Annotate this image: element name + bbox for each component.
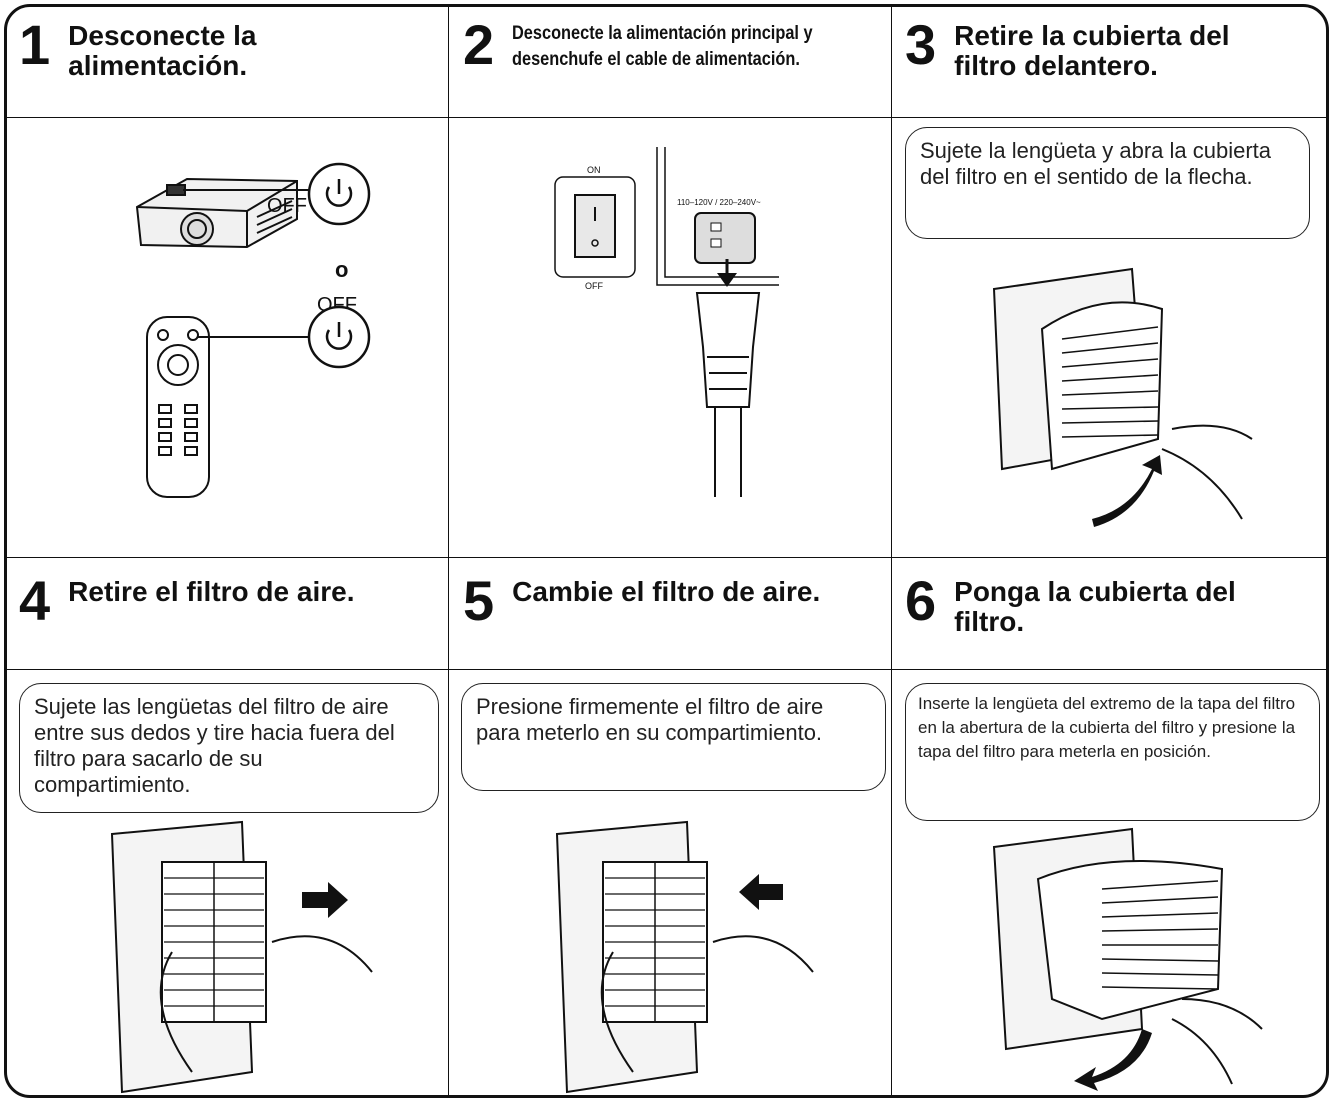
rocker-switch-icon	[574, 194, 616, 258]
step-number: 1	[19, 13, 51, 76]
open-filter-cover-illustration	[992, 267, 1253, 527]
step-4-header: 4 Retire el filtro de aire.	[19, 569, 439, 632]
step-number: 4	[19, 569, 51, 632]
switch-off-label: OFF	[585, 281, 603, 291]
instruction-bubble: Inserte la lengüeta del extremo de la ta…	[905, 683, 1320, 821]
step-5-header: 5 Cambie el filtro de aire.	[463, 569, 888, 632]
step-title: Desconecte la alimentación.	[68, 20, 257, 81]
instruction-panel: 1 Desconecte la alimentación. 2 Desconec…	[4, 4, 1329, 1098]
step-title: Retire el filtro de aire.	[68, 576, 355, 607]
projector-icon	[135, 177, 298, 249]
rotation-arrow-icon	[1092, 455, 1162, 527]
hand-icon	[600, 935, 814, 1073]
closing-arrow-icon	[1074, 1029, 1152, 1091]
step-3-header: 3 Retire la cubierta del filtro delanter…	[905, 13, 1325, 81]
column-divider	[448, 7, 449, 1095]
step-title: Cambie el filtro de aire.	[512, 576, 821, 607]
step-title: Desconecte la alimentación principal y d…	[512, 23, 813, 70]
voltage-label: 110–120V / 220–240V~	[677, 198, 761, 207]
step-title: Ponga la cubierta del filtro.	[954, 576, 1236, 637]
step-title: Retire la cubierta del filtro delantero.	[954, 20, 1230, 81]
insert-filter-illustration	[555, 820, 814, 1094]
push-arrow-icon	[739, 874, 783, 910]
step-number: 2	[463, 13, 495, 76]
step-number: 6	[905, 569, 937, 632]
filter-cover-icon	[1036, 860, 1224, 1021]
power-off-illustration: OFF o OFF	[135, 162, 371, 498]
hand-icon	[1161, 424, 1253, 520]
row-divider	[7, 557, 1326, 558]
instruction-bubble: Presione firmemente el filtro de aire pa…	[461, 683, 886, 791]
attach-filter-cover-illustration	[992, 827, 1263, 1091]
power-plug-icon	[695, 292, 761, 497]
hand-icon	[1171, 998, 1263, 1085]
off-label: OFF	[267, 195, 307, 217]
row-divider	[7, 669, 1326, 670]
step-number: 3	[905, 13, 937, 76]
step-6-header: 6 Ponga la cubierta del filtro.	[905, 569, 1325, 637]
row-divider	[7, 117, 1326, 118]
switch-on-label: ON	[587, 165, 601, 175]
hand-icon	[159, 935, 373, 1073]
step-2-header: 2 Desconecte la alimentación principal y…	[463, 13, 888, 76]
step-1-header: 1 Desconecte la alimentación.	[19, 13, 439, 81]
column-divider	[891, 7, 892, 1095]
or-label: o	[335, 257, 348, 282]
power-switch-illustration: ON OFF 110–120V / 220–240V~	[554, 147, 779, 497]
instruction-bubble: Sujete las lengüetas del filtro de aire …	[19, 683, 439, 813]
remote-control-icon	[146, 316, 210, 498]
filter-louvers	[1061, 326, 1159, 438]
filter-louvers	[1101, 880, 1219, 990]
pull-arrow-icon	[302, 882, 348, 918]
remove-filter-illustration	[110, 820, 373, 1094]
filter-cover-icon	[1040, 301, 1164, 471]
power-socket-icon	[694, 212, 756, 264]
instruction-bubble: Sujete la lengüeta y abra la cubierta de…	[905, 127, 1310, 239]
step-number: 5	[463, 569, 495, 632]
